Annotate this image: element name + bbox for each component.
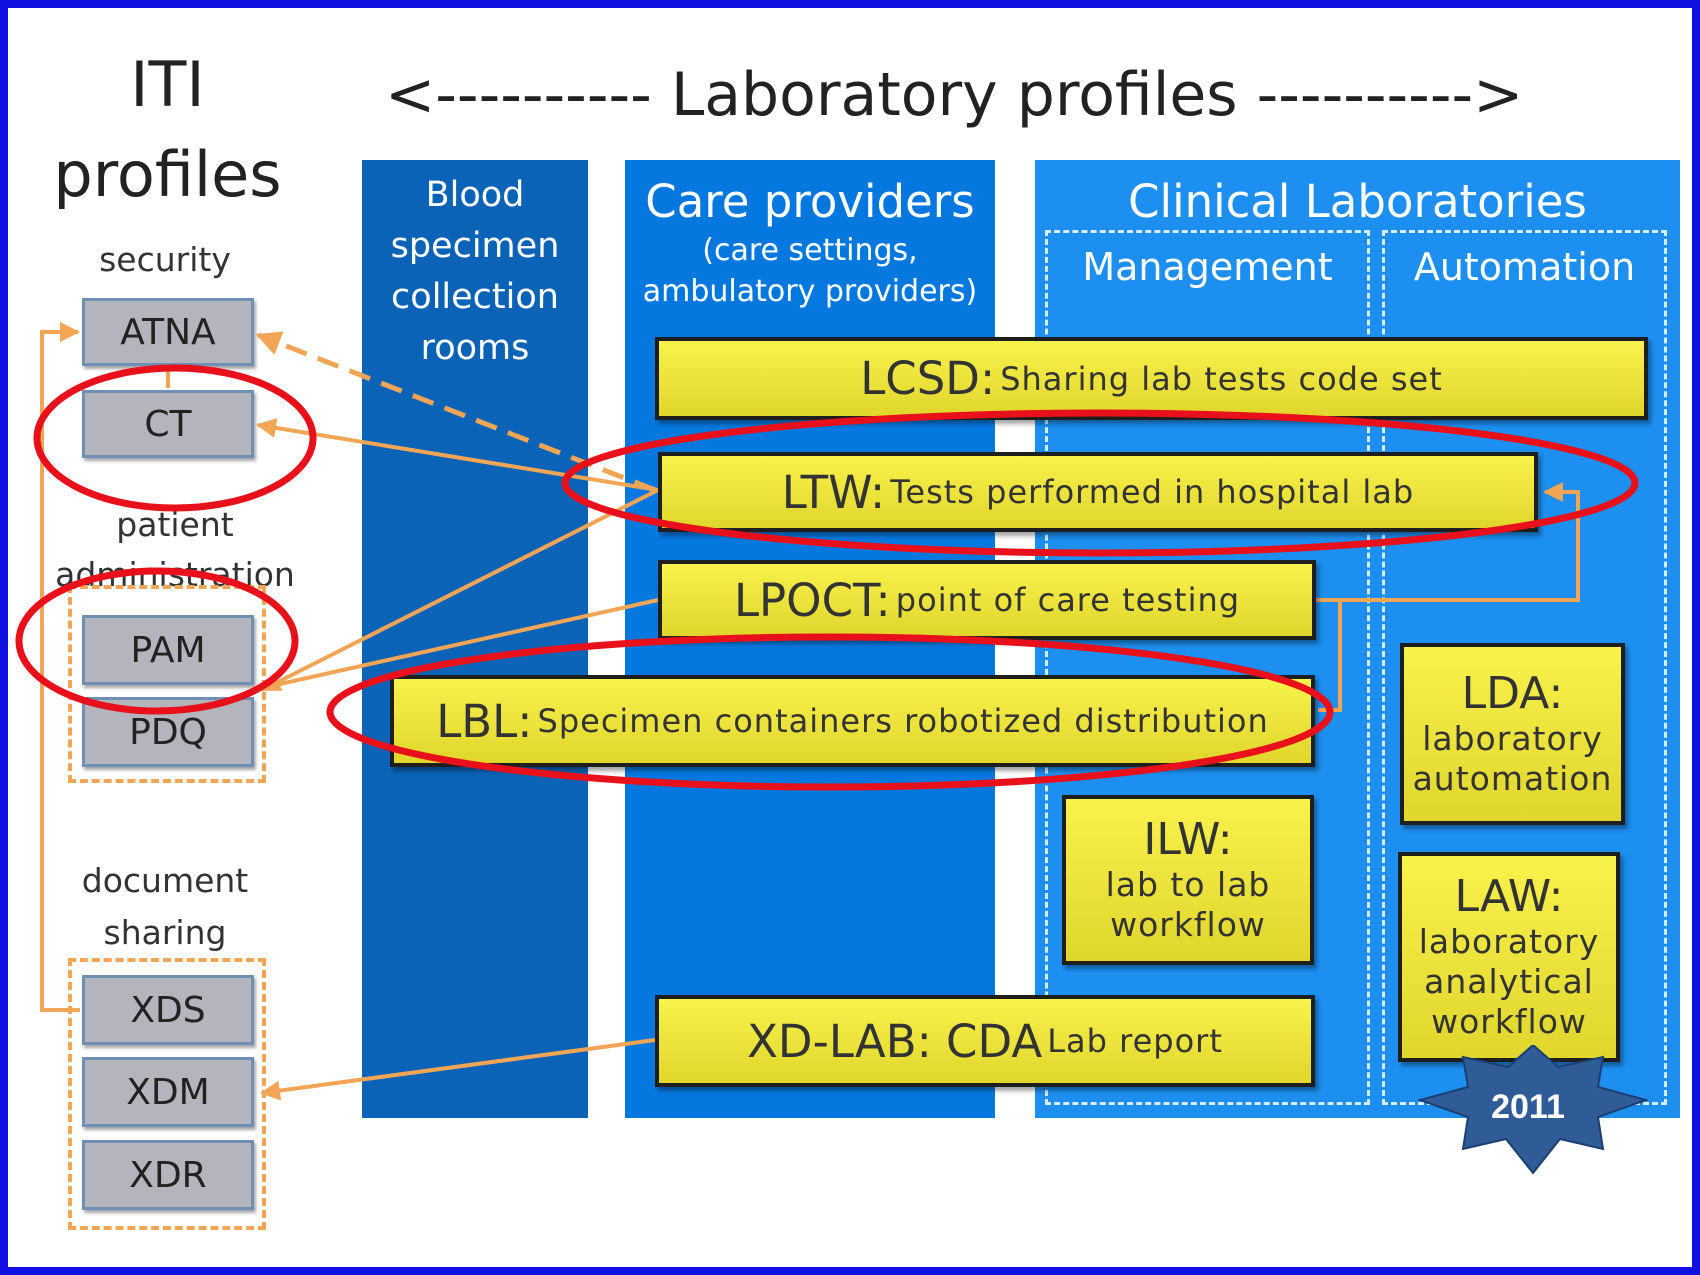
lda-code: LDA: [1461,668,1564,719]
pam-highlight-ellipse [15,567,299,715]
ilw-desc-line2: workflow [1110,905,1266,944]
ltw-code: LTW: [781,465,886,519]
ltw-highlight-ellipse [561,409,1639,557]
ltw-box: LTW: Tests performed in hospital lab [658,452,1538,532]
ltw-pam-arrow [260,488,659,692]
care-providers-title: Care providers [645,175,975,228]
year-star-badge: 2011 [1418,1045,1648,1175]
atna-box: ATNA [82,298,254,366]
ilw-code: ILW: [1143,814,1233,865]
blood-column-header: Blood specimen collection rooms [362,170,588,374]
management-label: Management [1082,245,1333,289]
ct-box: CT [82,390,254,458]
badge-year-text: 2011 [1491,1088,1565,1126]
document-sharing-label: document sharing [55,855,275,959]
xdlab-xdm-arrow [260,1038,656,1101]
lda-desc-line2: automation [1412,759,1613,798]
document-label-line2: sharing [103,913,227,952]
lpoct-ltw-connector [1315,482,1580,602]
xdlab-box: XD-LAB: CDA Lab report [655,995,1315,1087]
star-shape [1418,1045,1648,1175]
lpoct-pam-line [261,598,659,690]
law-box: LAW: laboratory analytical workflow [1398,852,1620,1062]
clinical-laboratories-title: Clinical Laboratories [1128,175,1587,228]
xds-atna-connector [40,322,80,1012]
ltw-ct-arrow [256,418,659,492]
ltw-desc: Tests performed in hospital lab [890,473,1415,511]
lcsd-code: LCSD: [860,352,996,405]
automation-label: Automation [1413,245,1636,289]
document-label-line1: document [81,861,249,900]
law-desc-line3: workflow [1431,1002,1587,1041]
law-desc-line2: analytical [1424,962,1594,1001]
management-subcolumn: Management [1045,230,1370,1105]
xdm-box: XDM [82,1057,254,1127]
xds-box: XDS [82,975,254,1045]
blood-header-line1: Blood [425,175,525,215]
care-providers-sub2: ambulatory providers) [642,274,978,309]
blood-header-line4: rooms [420,328,530,368]
blood-header-line3: collection [391,277,559,317]
iti-profiles-title: ITI profiles [20,40,315,220]
iti-title-line1: ITI [130,48,205,121]
lbl-connector [1318,600,1342,712]
lcsd-box: LCSD: Sharing lab tests code set [655,337,1648,420]
blood-header-line2: specimen [390,226,560,266]
ct-highlight-ellipse [33,364,317,512]
lcsd-desc: Sharing lab tests code set [1000,359,1443,398]
ilw-box: ILW: lab to lab workflow [1062,795,1314,965]
law-code: LAW: [1454,871,1564,922]
lbl-highlight-ellipse [326,633,1334,791]
care-providers-sub1: (care settings, [702,233,918,268]
lda-box: LDA: laboratory automation [1400,643,1625,825]
security-label: security [99,240,231,279]
ilw-desc-line1: lab to lab [1105,865,1271,904]
lbl-box: LBL: Specimen containers robotized distr… [390,675,1315,767]
lbl-code: LBL: [436,694,533,748]
lda-desc-line1: laboratory [1422,719,1603,758]
iti-title-line2: profiles [53,138,282,211]
xdr-box: XDR [82,1140,254,1210]
laboratory-profiles-header: <---------- Laboratory profiles --------… [385,60,1524,130]
lbl-desc: Specimen containers robotized distributi… [537,702,1269,740]
lpoct-code: LPOCT: [733,573,891,627]
pam-box: PAM [82,615,254,685]
xdlab-desc: Lab report [1047,1022,1223,1060]
lpoct-desc: point of care testing [895,581,1241,619]
law-desc-line1: laboratory [1418,922,1600,961]
xdlab-code: XD-LAB: CDA [747,1014,1043,1068]
